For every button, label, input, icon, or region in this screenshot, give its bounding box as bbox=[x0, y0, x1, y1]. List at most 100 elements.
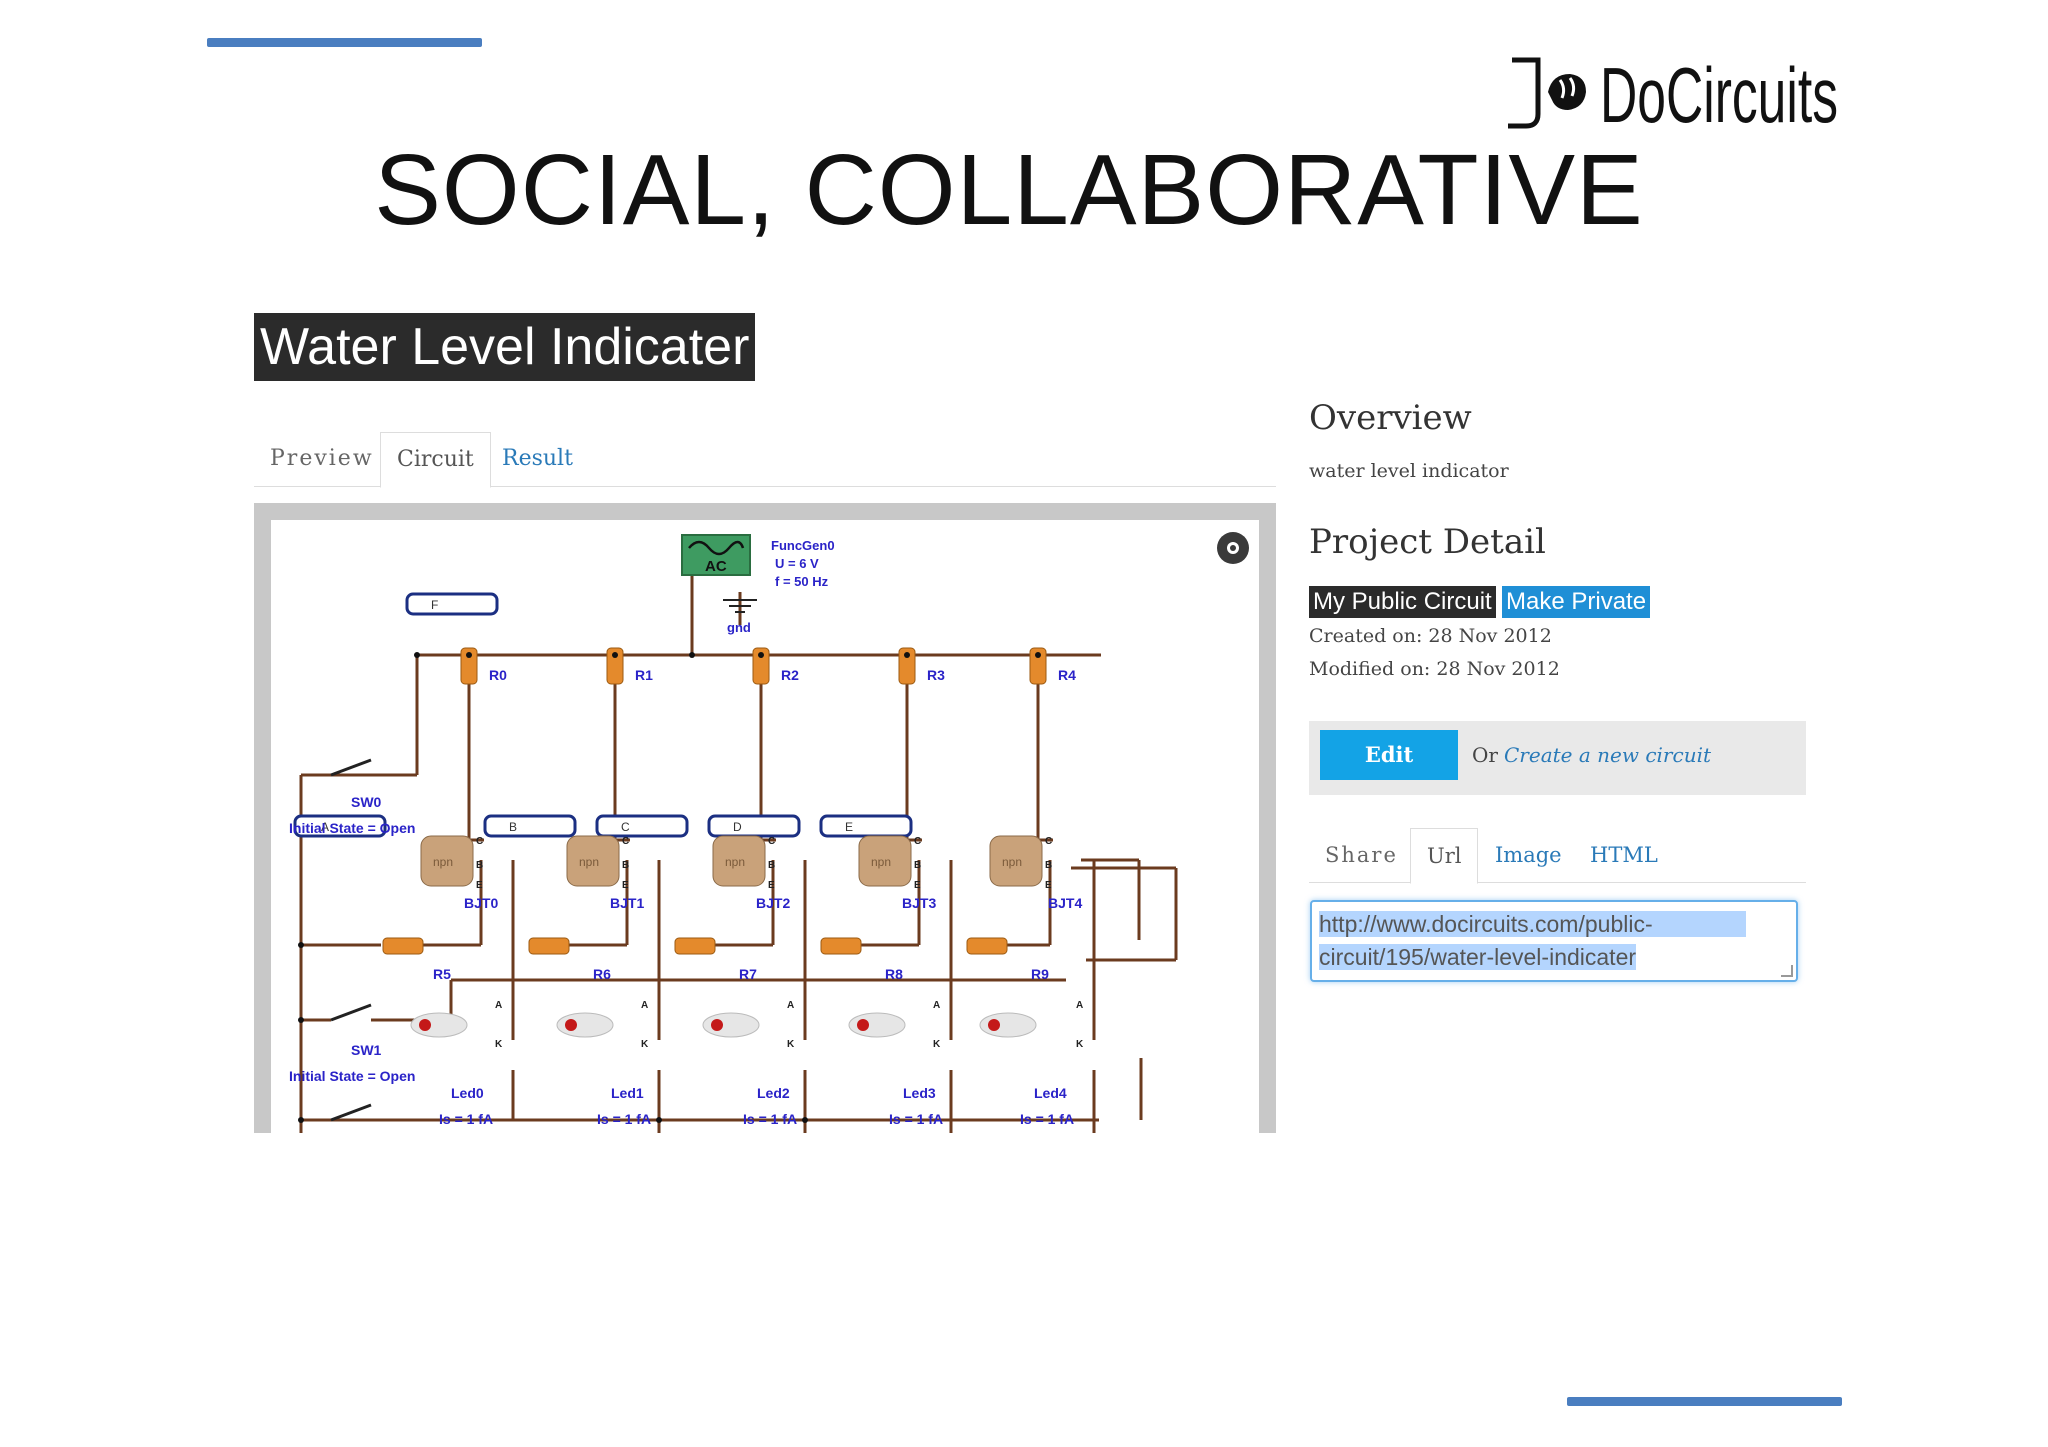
switch-name: SW1 bbox=[351, 1042, 382, 1058]
resistor[interactable] bbox=[1029, 647, 1047, 685]
resistor-label: R7 bbox=[739, 966, 757, 982]
project-title: Water Level Indicater bbox=[254, 313, 756, 381]
resistor[interactable] bbox=[752, 647, 770, 685]
pin-label: B bbox=[914, 860, 921, 871]
url-line-2: circuit/195/water-level-indicater bbox=[1319, 944, 1637, 970]
edit-panel: Edit Or Create a new circuit bbox=[1309, 721, 1806, 795]
resistor-label: R1 bbox=[635, 667, 653, 683]
pin-label: A bbox=[1076, 1000, 1083, 1011]
led-current: Is = 1 fA bbox=[439, 1111, 493, 1127]
transistor-label: BJT2 bbox=[756, 895, 790, 911]
pin-label: A bbox=[787, 1000, 794, 1011]
tab-url[interactable]: Url bbox=[1410, 828, 1479, 884]
input-flag-e[interactable] bbox=[819, 814, 913, 838]
public-circuit-badge: My Public Circuit bbox=[1309, 586, 1496, 618]
tab-html[interactable]: HTML bbox=[1590, 843, 1658, 867]
tab-image[interactable]: Image bbox=[1495, 843, 1562, 867]
overview-text: water level indicator bbox=[1309, 460, 1509, 482]
slide-title: SOCIAL, COLLABORATIVE bbox=[374, 134, 1644, 246]
input-flag-a[interactable] bbox=[293, 814, 387, 838]
pin-label: C bbox=[768, 836, 775, 847]
transistor-type: npn bbox=[725, 855, 745, 869]
pin-label: C bbox=[622, 836, 629, 847]
circuit-frame: AC FuncGen0 U = 6 V f = 50 Hz gnd F bbox=[254, 503, 1276, 1133]
pin-label: E bbox=[622, 880, 629, 891]
gear-icon[interactable] bbox=[1217, 532, 1249, 564]
led-label: Led3 bbox=[903, 1085, 936, 1101]
modified-date: Modified on: 28 Nov 2012 bbox=[1309, 658, 1560, 680]
pin-label: A bbox=[933, 1000, 940, 1011]
pin-label: E bbox=[768, 880, 775, 891]
funcgen-frequency: f = 50 Hz bbox=[775, 574, 829, 589]
led-label: Led4 bbox=[1034, 1085, 1067, 1101]
pin-label: E bbox=[914, 880, 921, 891]
circuit-tabs: Preview Circuit Result bbox=[254, 432, 1276, 488]
logo-text: DoCircuits bbox=[1600, 52, 1838, 132]
tab-circuit[interactable]: Circuit bbox=[380, 432, 491, 488]
transistor-type: npn bbox=[871, 855, 891, 869]
create-circuit-link[interactable]: Create a new circuit bbox=[1504, 743, 1712, 767]
share-tabs: Share Url Image HTML bbox=[1309, 828, 1806, 884]
resistor[interactable] bbox=[966, 937, 1008, 955]
resistor[interactable] bbox=[460, 647, 478, 685]
tab-result[interactable]: Result bbox=[502, 446, 573, 471]
led-current: Is = 1 fA bbox=[889, 1111, 943, 1127]
pin-label: B bbox=[476, 860, 483, 871]
pin-label: A bbox=[495, 1000, 502, 1011]
led-current: Is = 1 fA bbox=[743, 1111, 797, 1127]
pin-label: K bbox=[1076, 1039, 1084, 1050]
share-url-field[interactable]: http://www.docircuits.com/public- circui… bbox=[1310, 900, 1798, 982]
pin-label: B bbox=[622, 860, 629, 871]
transistor-label: BJT3 bbox=[902, 895, 936, 911]
resistor-label: R3 bbox=[927, 667, 945, 683]
tab-preview[interactable]: Preview bbox=[270, 446, 374, 471]
input-flag-d[interactable] bbox=[707, 814, 801, 838]
resistor[interactable] bbox=[528, 937, 570, 955]
input-flag-c[interactable] bbox=[595, 814, 689, 838]
input-label: C bbox=[621, 820, 630, 834]
input-flag-b[interactable] bbox=[483, 814, 577, 838]
created-date: Created on: 28 Nov 2012 bbox=[1309, 625, 1552, 647]
npn-transistor[interactable] bbox=[566, 835, 620, 887]
project-detail-heading: Project Detail bbox=[1309, 522, 1546, 562]
funcgen-label: AC bbox=[705, 558, 727, 575]
resize-handle-icon[interactable] bbox=[1781, 965, 1793, 977]
resistor-label: R8 bbox=[885, 966, 903, 982]
input-label: D bbox=[733, 820, 742, 834]
resistor[interactable] bbox=[898, 647, 916, 685]
pin-label: B bbox=[1045, 860, 1052, 871]
led-label: Led2 bbox=[757, 1085, 790, 1101]
accent-bar-bottom bbox=[1567, 1397, 1842, 1406]
resistor[interactable] bbox=[382, 937, 424, 955]
transistor-type: npn bbox=[1002, 855, 1022, 869]
circuit-canvas[interactable]: AC FuncGen0 U = 6 V f = 50 Hz gnd F bbox=[271, 520, 1259, 1133]
accent-bar-top bbox=[207, 38, 482, 47]
resistor[interactable] bbox=[820, 937, 862, 955]
funcgen-voltage: U = 6 V bbox=[775, 556, 819, 571]
pin-label: E bbox=[476, 880, 483, 891]
resistor[interactable] bbox=[674, 937, 716, 955]
transistor-type: npn bbox=[433, 855, 453, 869]
pin-label: B bbox=[768, 860, 775, 871]
npn-transistor[interactable] bbox=[858, 835, 912, 887]
or-label: Or bbox=[1472, 743, 1498, 767]
input-label: A bbox=[321, 820, 329, 834]
share-url-text: http://www.docircuits.com/public- circui… bbox=[1319, 908, 1746, 974]
make-private-button[interactable]: Make Private bbox=[1502, 586, 1651, 618]
resistor-label: R4 bbox=[1058, 667, 1076, 683]
npn-transistor[interactable] bbox=[989, 835, 1043, 887]
docircuits-logo: DoCircuits bbox=[1500, 51, 1840, 139]
resistor[interactable] bbox=[606, 647, 624, 685]
switch-state: Initial State = Open bbox=[289, 820, 415, 836]
funcgen-name: FuncGen0 bbox=[771, 538, 835, 553]
input-label: F bbox=[431, 598, 438, 612]
led-current: Is = 1 fA bbox=[597, 1111, 651, 1127]
transistor-type: npn bbox=[579, 855, 599, 869]
pin-label: C bbox=[1045, 836, 1052, 847]
pin-label: K bbox=[787, 1039, 795, 1050]
tab-share: Share bbox=[1325, 843, 1398, 867]
input-flag-f[interactable] bbox=[405, 592, 499, 616]
npn-transistor[interactable] bbox=[420, 835, 474, 887]
edit-button[interactable]: Edit bbox=[1320, 730, 1458, 780]
npn-transistor[interactable] bbox=[712, 835, 766, 887]
